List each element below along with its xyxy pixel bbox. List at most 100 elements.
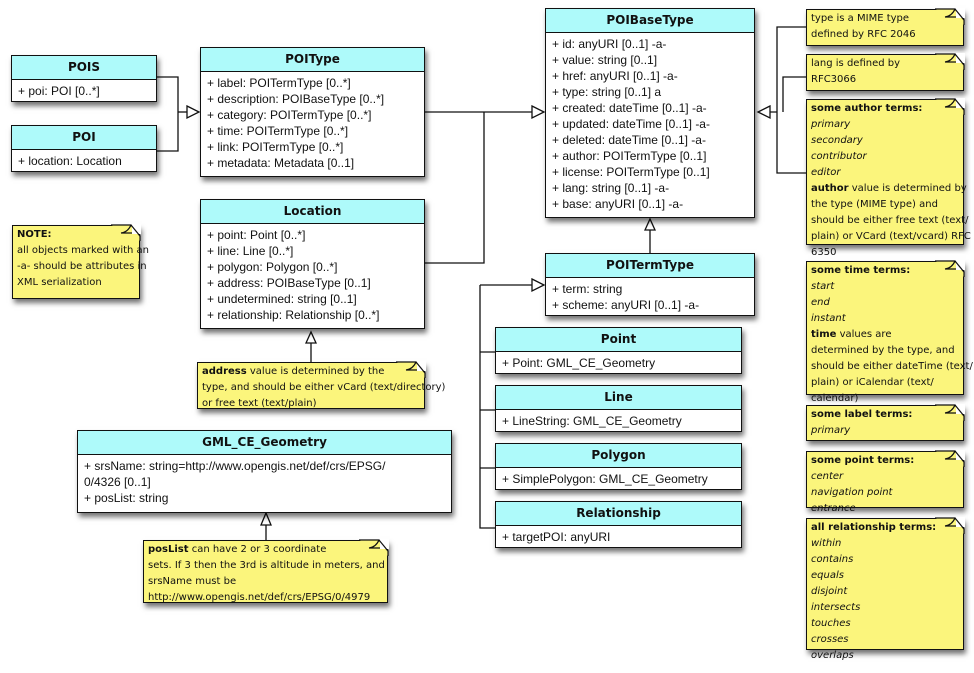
class-attribute: + LineString: GML_CE_Geometry	[502, 414, 682, 428]
class-attribute: + value: string [0..1]	[552, 53, 658, 67]
class-attribute: + updated: dateTime [0..1] -a-	[552, 117, 710, 131]
note-heading: some author terms:	[811, 103, 923, 114]
note-text: can have 2 or 3 coordinate	[188, 544, 327, 555]
note-term: end	[811, 297, 830, 308]
note-text: value is determined by	[848, 183, 967, 194]
note-line: calendar)	[811, 393, 859, 404]
class-poibasetype[interactable]: POIBaseType + id: anyURI [0..1] -a- + va…	[545, 8, 755, 218]
class-attribute: + deleted: dateTime [0..1] -a-	[552, 133, 706, 147]
class-relationship[interactable]: Relationship + targetPOI: anyURI	[495, 501, 742, 548]
class-attribute: + author: POITermType [0..1]	[552, 149, 707, 163]
class-attribute: + license: POITermType [0..1]	[552, 165, 710, 179]
class-name: POITermType	[546, 254, 754, 278]
note-line: should be either dateTime (text/	[811, 361, 973, 372]
note-line: sets. If 3 then the 3rd is altitude in m…	[148, 560, 385, 571]
class-attribute: + description: POIBaseType [0..*]	[207, 92, 385, 106]
class-attribute: + relationship: Relationship [0..*]	[207, 308, 380, 322]
class-attribute: + link: POITermType [0..*]	[207, 140, 344, 154]
class-attribute: + poi: POI [0..*]	[18, 84, 100, 98]
note-line: defined by RFC 2046	[811, 29, 916, 40]
note-time-terms: some time terms: start end instant time …	[806, 260, 973, 404]
note-term: contains	[811, 554, 854, 565]
class-attribute: + lang: string [0..1] -a-	[552, 181, 670, 195]
class-attribute: + targetPOI: anyURI	[502, 530, 611, 544]
note-line: http://www.opengis.net/def/crs/EPSG/0/49…	[148, 592, 371, 603]
note-relationship-terms: all relationship terms: within contains …	[806, 517, 965, 661]
class-attribute: + location: Location	[18, 154, 122, 168]
note-address: address value is determined by the type,…	[197, 361, 446, 409]
class-name: POI	[12, 126, 156, 150]
class-name: POIType	[201, 48, 424, 72]
note-term: intersects	[811, 602, 861, 613]
note-term: secondary	[811, 135, 863, 146]
note-heading: some point terms:	[811, 455, 915, 466]
note-line: determined by the type, and	[811, 345, 955, 356]
class-attribute: + address: POIBaseType [0..1]	[207, 276, 371, 290]
class-attribute: + label: POITermType [0..*]	[207, 76, 351, 90]
class-attribute: + href: anyURI [0..1] -a-	[552, 69, 678, 83]
class-name: POIS	[12, 56, 156, 80]
note-bold-word: posList	[148, 544, 189, 555]
note-line: should be either free text (text/	[811, 215, 969, 226]
class-point[interactable]: Point + Point: GML_CE_Geometry	[495, 327, 742, 374]
note-heading: all relationship terms:	[811, 522, 937, 533]
note-fold-corner-icon	[935, 8, 965, 25]
note-text: value is determined by the	[246, 366, 385, 377]
note-term: start	[811, 281, 835, 292]
class-polygon[interactable]: Polygon + SimplePolygon: GML_CE_Geometry	[495, 443, 742, 490]
class-attribute: + polygon: Polygon [0..*]	[207, 260, 338, 274]
note-label-terms: some label terms: primary	[806, 404, 965, 441]
note-heading: some time terms:	[811, 265, 911, 276]
class-attribute: + point: Point [0..*]	[207, 228, 306, 242]
note-line: type, and should be either vCard (text/d…	[202, 382, 446, 393]
note-fold-corner-icon	[935, 260, 965, 277]
note-term: within	[811, 538, 842, 549]
inherit-arrow-geometry	[260, 511, 272, 526]
note-fold-corner-icon	[935, 53, 965, 70]
note-fold-corner-icon	[935, 517, 965, 534]
class-line[interactable]: Line + LineString: GML_CE_Geometry	[495, 385, 742, 432]
note-line: type is a MIME type	[811, 13, 910, 24]
class-attribute: + SimplePolygon: GML_CE_Geometry	[502, 472, 708, 486]
class-attribute: 0/4326 [0..1]	[84, 475, 151, 489]
note-bold-word: author	[811, 183, 849, 194]
class-name: Point	[496, 328, 741, 352]
note-line: the type (MIME type) and	[811, 199, 938, 210]
note-poslist: posList can have 2 or 3 coordinate sets.…	[143, 539, 389, 603]
class-attribute: + undetermined: string [0..1]	[207, 292, 357, 306]
class-name: Polygon	[496, 444, 741, 468]
class-poi[interactable]: POI + location: Location	[11, 125, 157, 172]
class-attribute: + posList: string	[84, 491, 169, 505]
note-term: touches	[811, 618, 851, 629]
note-term: instant	[811, 313, 846, 324]
class-attribute: + type: string [0..1] a	[552, 85, 662, 99]
class-attribute: + line: Line [0..*]	[207, 244, 294, 258]
note-fold-corner-icon	[359, 539, 389, 556]
class-attribute: + time: POITermType [0..*]	[207, 124, 349, 138]
class-location[interactable]: Location + point: Point [0..*] + line: L…	[200, 199, 425, 329]
note-line: or free text (text/plain)	[202, 398, 317, 409]
note-term: overlaps	[811, 650, 854, 661]
inherit-arrow-poibasetype-bottom	[643, 217, 657, 231]
class-poitermtype[interactable]: POITermType + term: string + scheme: any…	[545, 253, 755, 316]
class-attribute: + Point: GML_CE_Geometry	[502, 356, 656, 370]
note-text: values are	[836, 329, 892, 340]
inherit-arrow-location	[304, 330, 318, 344]
class-attribute: + category: POITermType [0..*]	[207, 108, 372, 122]
class-name: Line	[496, 386, 741, 410]
note-fold-corner-icon	[396, 361, 426, 378]
note-term: crosses	[811, 634, 849, 645]
note-author-terms: some author terms: primary secondary con…	[806, 98, 971, 258]
class-poitype[interactable]: POIType + label: POITermType [0..*] + de…	[200, 47, 425, 177]
note-fold-corner-icon	[935, 450, 965, 467]
connector-terms-poitermtype	[479, 284, 532, 529]
note-bold-word: time	[811, 329, 837, 340]
class-pois[interactable]: POIS + poi: POI [0..*]	[11, 55, 157, 102]
note-term: contributor	[811, 151, 867, 162]
note-line: plain) or VCard (text/vcard) RFC	[811, 231, 971, 242]
class-gml-ce-geometry[interactable]: GML_CE_Geometry + srsName: string=http:/…	[77, 430, 452, 513]
inherit-arrow-poitype	[186, 104, 201, 120]
note-lang: lang is defined by RFC3066	[806, 53, 965, 91]
class-attribute: + created: dateTime [0..1] -a-	[552, 101, 707, 115]
